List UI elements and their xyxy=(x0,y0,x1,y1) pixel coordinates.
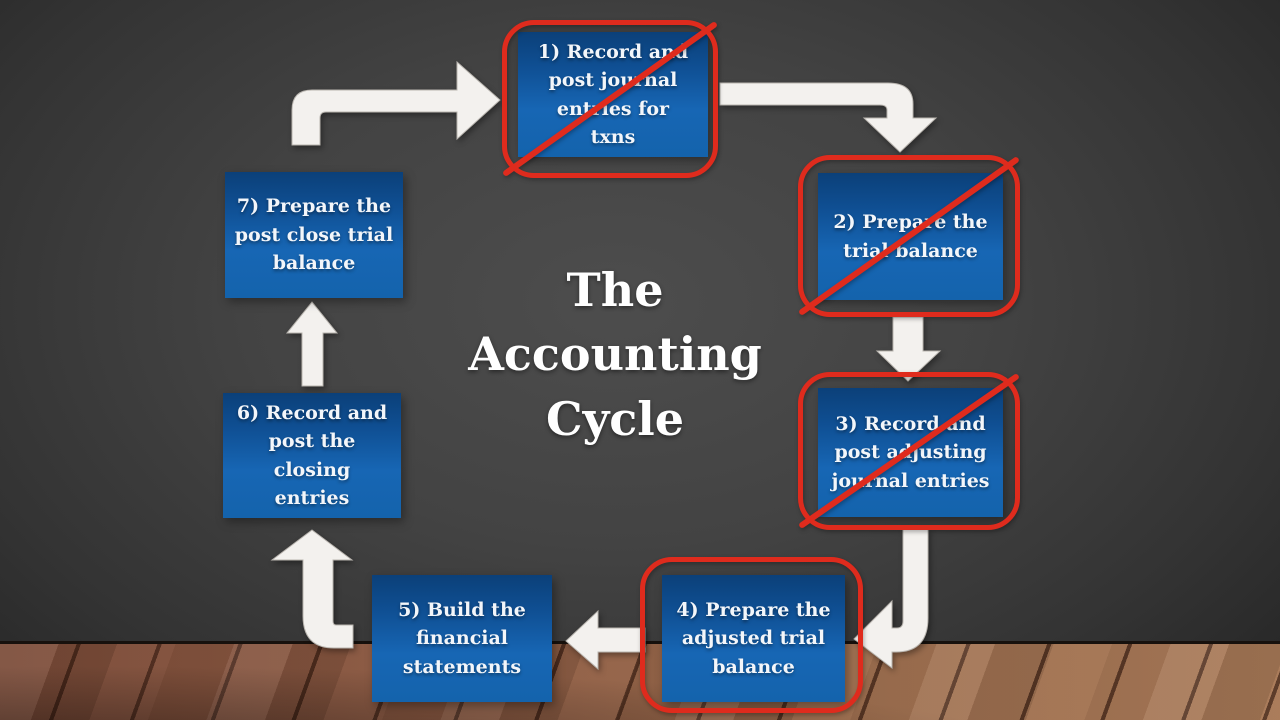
step-5-box[interactable]: 5) Build the financial statements xyxy=(372,575,552,702)
arrow-step6-to-step7-icon xyxy=(285,301,339,387)
slide-title: The Accounting Cycle xyxy=(468,263,762,446)
step-3-box[interactable]: 3) Record and post adjusting journal ent… xyxy=(818,388,1003,517)
step-1-box[interactable]: 1) Record and post journal entries for t… xyxy=(518,32,708,157)
step-7-box[interactable]: 7) Prepare the post close trial balance xyxy=(225,172,403,298)
step-5-label: 5) Build the financial statements xyxy=(398,598,526,678)
step-4-label: 4) Prepare the adjusted trial balance xyxy=(676,598,831,678)
arrow-step4-to-step5-icon xyxy=(565,609,646,671)
step-2-label: 2) Prepare the trial balance xyxy=(833,211,988,262)
step-6-label: 6) Record and post the closing entries xyxy=(236,401,388,510)
step-4-box[interactable]: 4) Prepare the adjusted trial balance xyxy=(662,575,845,702)
step-2-box[interactable]: 2) Prepare the trial balance xyxy=(818,173,1003,300)
arrow-step7-to-step1-icon xyxy=(291,60,501,146)
step-1-label: 1) Record and post journal entries for t… xyxy=(537,40,689,149)
step-6-box[interactable]: 6) Record and post the closing entries xyxy=(223,393,401,518)
step-7-label: 7) Prepare the post close trial balance xyxy=(234,195,394,275)
arrow-step3-to-step4-icon xyxy=(853,528,929,670)
step-3-label: 3) Record and post adjusting journal ent… xyxy=(831,412,990,492)
arrow-step5-to-step6-icon xyxy=(270,529,354,649)
arrow-step2-to-step3-icon xyxy=(875,316,942,382)
arrow-step1-to-step2-icon xyxy=(719,82,938,153)
